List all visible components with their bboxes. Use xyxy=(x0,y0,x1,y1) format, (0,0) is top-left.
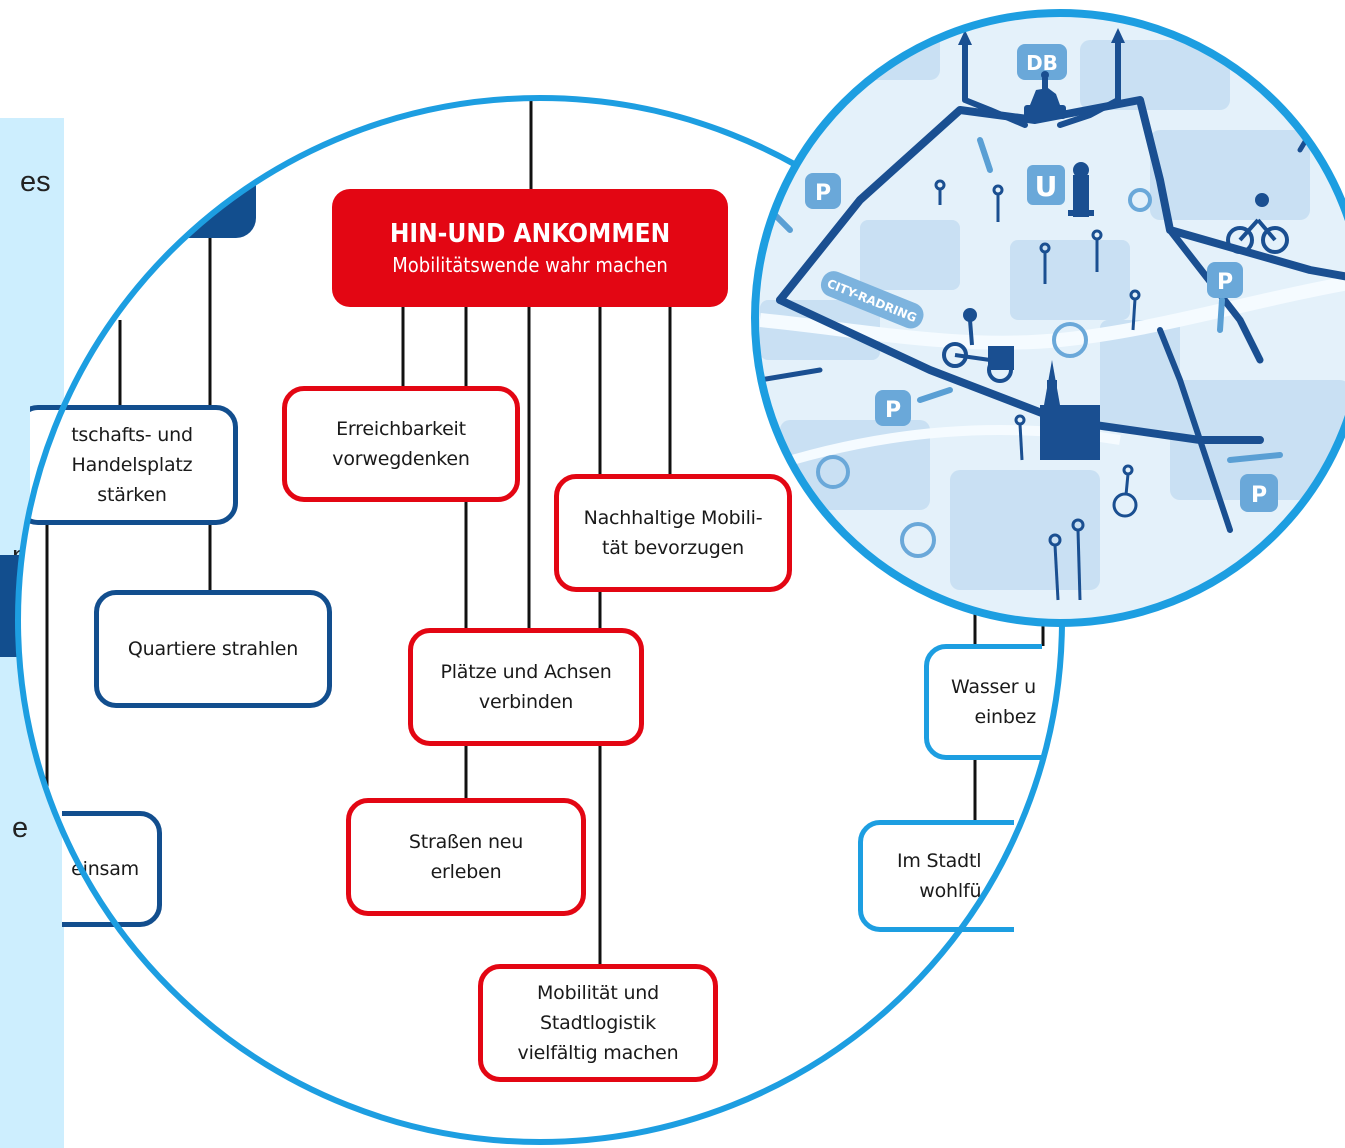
svg-text:P: P xyxy=(1251,483,1267,508)
db-station-sign xyxy=(1017,44,1067,80)
parking-icon: P xyxy=(1207,262,1243,298)
wheelchair-icon xyxy=(1112,464,1138,518)
equestrian-statue-icon xyxy=(1024,71,1066,119)
parking-icon: P xyxy=(875,390,911,426)
subway-sign xyxy=(1027,165,1065,205)
cargo-bike-icon xyxy=(942,308,1014,383)
parking-icon: P xyxy=(805,173,841,209)
church-icon xyxy=(1040,360,1100,460)
svg-text:P: P xyxy=(885,398,901,423)
db-station-label: DB xyxy=(1026,51,1058,75)
svg-text:P: P xyxy=(815,181,831,206)
pedestrian-icon xyxy=(934,179,1141,601)
tower-icon xyxy=(1068,162,1094,217)
svg-text:P: P xyxy=(1217,270,1233,295)
map-arrows xyxy=(767,137,1283,463)
car-icon xyxy=(816,188,1152,558)
subway-label: U xyxy=(1035,170,1058,203)
bicycle-icon xyxy=(1226,193,1289,254)
map-circle-outline xyxy=(751,9,1345,627)
parking-icon: P xyxy=(1240,474,1278,512)
map-arrow-heads xyxy=(958,28,1125,45)
